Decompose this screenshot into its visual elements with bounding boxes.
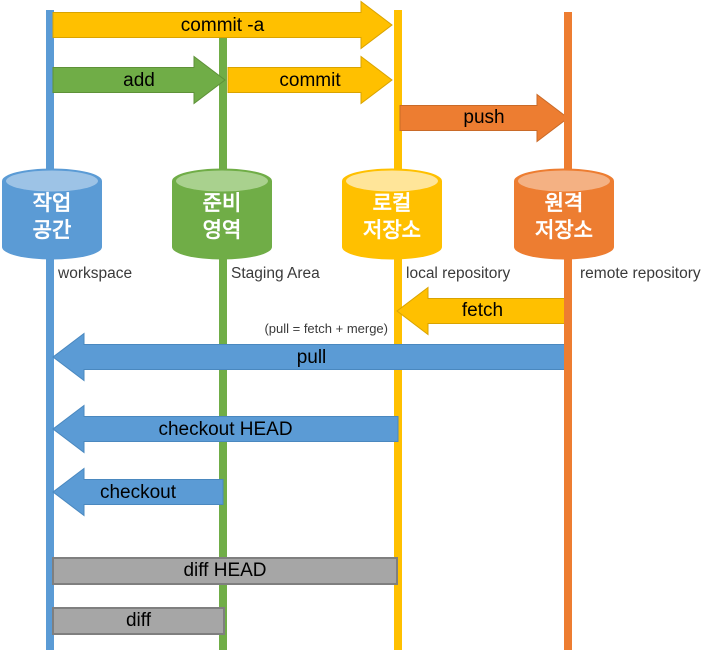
workspace-lifeline	[46, 10, 54, 650]
commit-a-label: commit -a	[180, 15, 265, 36]
pull-arrow	[52, 332, 571, 382]
commit-label: commit	[279, 70, 341, 91]
pull-label: pull	[296, 347, 327, 368]
local-cylinder-label: 로컬 저장소	[363, 192, 421, 242]
local-lifeline	[394, 10, 402, 650]
cylinder-icon	[342, 168, 442, 260]
cylinder-icon	[172, 168, 272, 260]
add-label: add	[123, 70, 155, 91]
remote-lifeline	[564, 12, 572, 650]
remote-cylinder: 원격 저장소	[514, 168, 614, 260]
pull-note: (pull = fetch + merge)	[264, 321, 388, 336]
workspace-caption: workspace	[58, 265, 133, 282]
workspace-cylinder: 작업 공간	[2, 168, 102, 260]
cylinder-icon	[2, 168, 102, 260]
remote-cylinder-label: 원격 저장소	[535, 192, 593, 242]
push-arrow	[399, 93, 569, 143]
push-label: push	[463, 107, 505, 128]
checkout-head-label: checkout HEAD	[158, 419, 293, 440]
fetch-label: fetch	[461, 300, 504, 321]
staging-cylinder-label: 준비 영역	[202, 192, 242, 242]
commit-a-arrow	[52, 0, 393, 50]
remote-caption: remote repository	[580, 265, 701, 282]
workspace-cylinder-label: 작업 공간	[32, 192, 72, 242]
local-cylinder: 로컬 저장소	[342, 168, 442, 260]
checkout-head-arrow	[52, 404, 399, 454]
staging-caption: Staging Area	[231, 265, 320, 282]
diff-bar: diff	[52, 607, 225, 635]
local-caption: local repository	[406, 265, 511, 282]
staging-cylinder: 준비 영역	[172, 168, 272, 260]
checkout-arrow	[52, 467, 224, 517]
diff-head-bar: diff HEAD	[52, 557, 398, 585]
fetch-arrow	[396, 286, 569, 336]
commit-arrow	[227, 55, 393, 105]
checkout-label: checkout	[99, 482, 177, 503]
add-arrow	[52, 55, 226, 105]
cylinder-icon	[514, 168, 614, 260]
